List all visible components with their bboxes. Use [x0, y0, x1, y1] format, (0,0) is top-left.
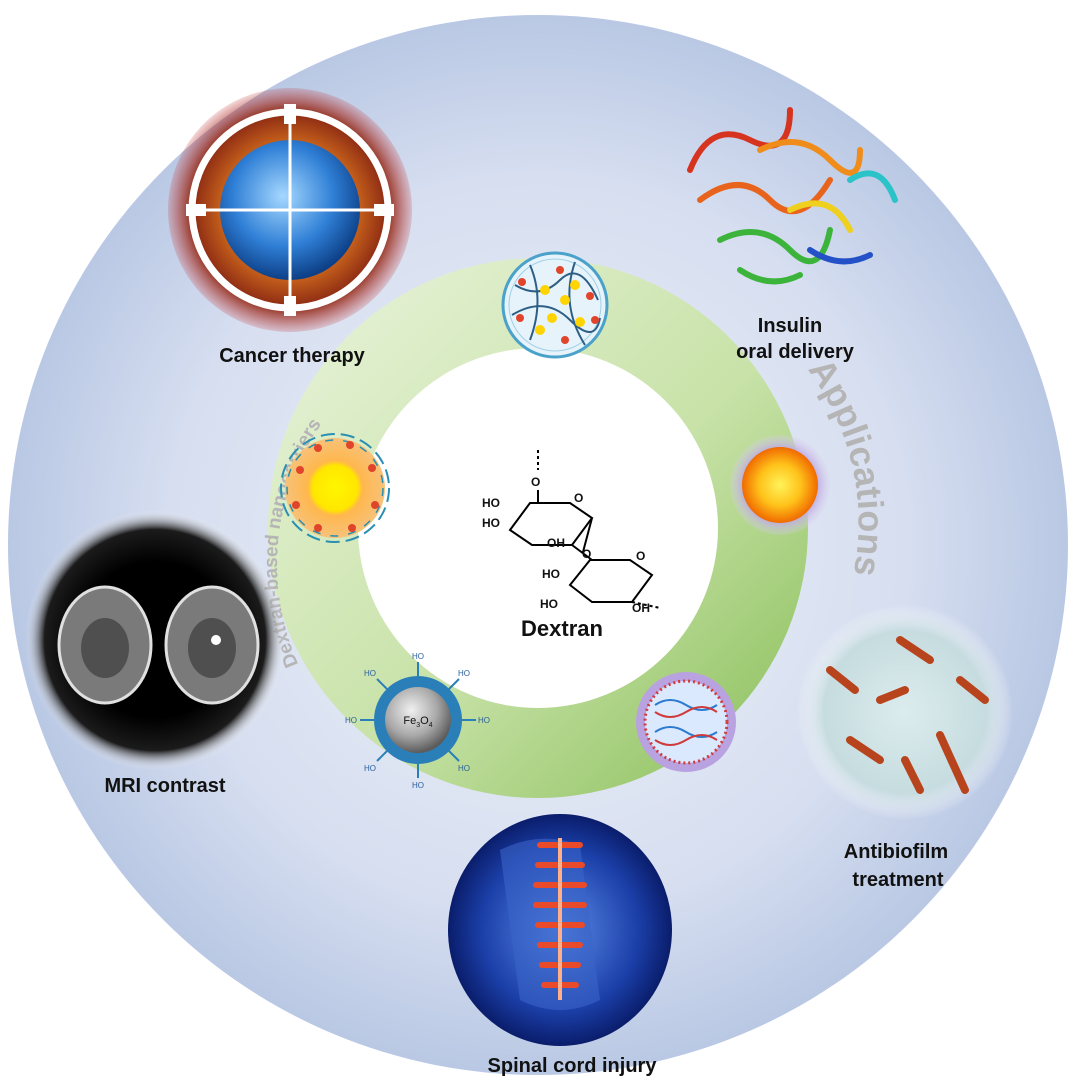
- cancer-therapy-label: Cancer therapy: [219, 345, 365, 367]
- chem-o-top: O: [531, 475, 540, 489]
- insulin-label-line1: Insulin: [758, 315, 822, 337]
- mri-contrast-label: MRI contrast: [104, 775, 225, 797]
- spinal-cord-label: Spinal cord injury: [488, 1055, 658, 1077]
- antibiofilm-label-line1: Antibiofilm: [844, 841, 948, 863]
- spinal-cord-image: [448, 814, 672, 1046]
- cancer-therapy-image: [168, 88, 412, 332]
- liposome-nanocarrier: [636, 672, 736, 772]
- svg-text:HO: HO: [478, 716, 490, 725]
- chem-ho-2: HO: [482, 516, 500, 530]
- antibiofilm-bacteria-image: [797, 604, 1013, 820]
- svg-text:HO: HO: [412, 781, 424, 790]
- center-disc: [358, 348, 718, 708]
- dextran-structure: [508, 450, 661, 609]
- fe3o4-label: Fe3O4: [403, 715, 432, 729]
- micelle-nanocarrier: [280, 433, 390, 543]
- chem-ho-1: HO: [482, 496, 500, 510]
- chem-o-link: O: [582, 547, 591, 561]
- chem-o-ring1: O: [574, 491, 583, 505]
- insulin-label-line2: oral delivery: [736, 341, 855, 363]
- fe3o4-nanoparticle: [360, 662, 476, 778]
- antibiofilm-label-line2: treatment: [852, 869, 943, 891]
- svg-text:HO: HO: [364, 669, 376, 678]
- svg-text:HO: HO: [345, 716, 357, 725]
- svg-text:HO: HO: [458, 669, 470, 678]
- chem-oh-2: OH: [632, 601, 650, 615]
- chem-o-ring2: O: [636, 549, 645, 563]
- chem-ho-3: HO: [542, 567, 560, 581]
- chem-ho-4: HO: [540, 597, 558, 611]
- fe3o4-ho-groups: HO HO HO HO HO HO HO HO: [345, 652, 490, 790]
- mri-scan-image: [25, 510, 285, 770]
- chem-oh-1: OH: [547, 536, 565, 550]
- insulin-protein-image: [687, 107, 898, 285]
- dextran-title: Dextran: [521, 616, 603, 641]
- solid-nanoparticle: [730, 435, 830, 535]
- svg-text:HO: HO: [458, 764, 470, 773]
- svg-text:HO: HO: [412, 652, 424, 661]
- hydrogel-nanocarrier: [501, 251, 609, 359]
- svg-text:HO: HO: [364, 764, 376, 773]
